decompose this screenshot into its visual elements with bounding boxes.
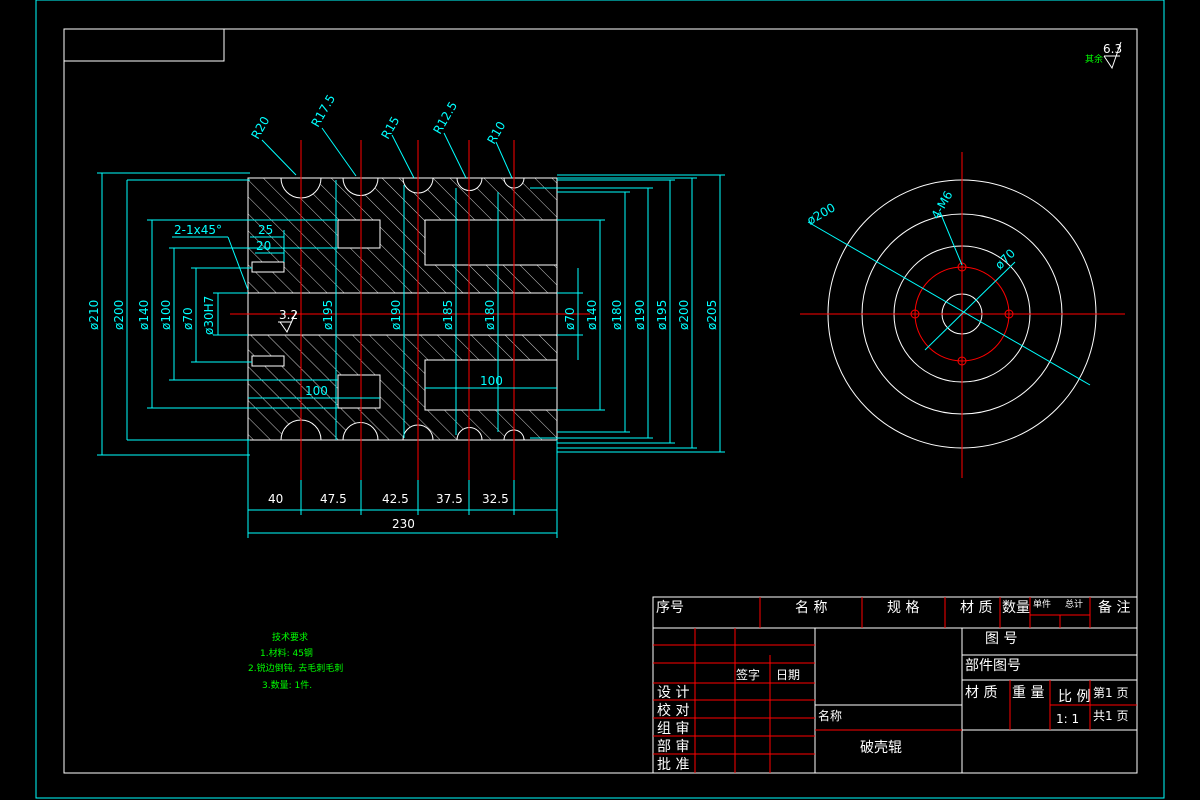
side-view: ø200 4-M6 ø70 — [800, 152, 1125, 478]
tb-name: 名 称 — [795, 600, 827, 616]
dim-d140-left: ø140 — [137, 300, 151, 330]
dim-d70-left: ø70 — [181, 307, 195, 330]
dim-47-5: 47.5 — [320, 492, 347, 506]
tb-pages: 共1 页 — [1093, 709, 1128, 723]
tb-weight: 重 量 — [1012, 685, 1044, 701]
roughness-inner-value: 3.2 — [279, 308, 298, 322]
roughness-symbol: 6.3 其余 — [1085, 41, 1122, 70]
technical-notes: 技术要求 1.材料: 45钢 2.锐边倒钝, 去毛刺毛刺 3.数量: 1件. — [248, 631, 343, 691]
tb-date: 日期 — [776, 668, 800, 682]
tb-total: 总计 — [1065, 598, 1083, 610]
tb-spec: 规 格 — [887, 600, 919, 616]
threaded-hole-bottom — [251, 355, 285, 367]
dim-d140-right: ø140 — [585, 300, 599, 330]
tb-scale-value: 1: 1 — [1056, 712, 1079, 726]
dim-length-100-left: 100 — [305, 384, 328, 398]
tb-drawno: 图 号 — [985, 631, 1017, 647]
side-dim-4-m6: 4-M6 — [928, 189, 955, 222]
dim-40: 40 — [268, 492, 283, 506]
dim-total-230: 230 — [392, 517, 415, 531]
dim-length-100-right: 100 — [480, 374, 503, 388]
tb-scale: 比 例 — [1058, 689, 1090, 705]
inner-frame — [63, 28, 1138, 774]
note-1: 1.材料: 45钢 — [260, 647, 313, 659]
dim-d200-right: ø200 — [677, 300, 691, 330]
radius-leaders — [261, 127, 513, 179]
tb-seq: 序号 — [656, 600, 684, 616]
bottom-dim-lines — [247, 440, 558, 538]
threaded-hole-top — [251, 261, 285, 273]
dim-d210: ø210 — [87, 300, 101, 330]
mid-dim-lines — [335, 180, 499, 440]
title-block: 序号 名 称 规 格 材 质 数量 单件 总计 备 注 图 号 部件图号 材 质… — [652, 596, 1138, 774]
dim-d100: ø100 — [159, 300, 173, 330]
dim-d30h7: ø30H7 — [202, 296, 216, 335]
length-100-lines — [248, 387, 557, 399]
outer-frame — [35, 0, 1165, 799]
tb-name-label: 名称 — [818, 708, 842, 723]
dim-d200-left: ø200 — [112, 300, 126, 330]
groove-centerlines — [300, 140, 515, 480]
dim-42-5: 42.5 — [382, 492, 409, 506]
dim-37-5: 37.5 — [436, 492, 463, 506]
note-3: 3.数量: 1件. — [262, 679, 312, 691]
chamfer-label: 2-1x45° — [174, 223, 222, 237]
dim-d195-right: ø195 — [655, 300, 669, 330]
roughness-label: 其余 — [1085, 53, 1103, 65]
chamfer-leader — [172, 230, 285, 291]
right-dim-lines — [530, 174, 725, 453]
corner-box — [63, 28, 225, 62]
tb-group: 组 审 — [657, 721, 689, 737]
dim-d180-right: ø180 — [610, 300, 624, 330]
side-dim-leaders — [807, 211, 1091, 386]
bolt-holes — [910, 262, 1014, 366]
tb-remark: 备 注 — [1098, 599, 1130, 616]
left-dim-lines — [97, 172, 338, 456]
roughness-inner-symbol — [279, 311, 297, 334]
radius-r20: R20 — [248, 114, 272, 141]
side-dim-d200: ø200 — [805, 200, 838, 227]
dim-d70-right: ø70 — [563, 307, 577, 330]
side-dim-d70: ø70 — [992, 246, 1018, 272]
tb-sign: 签字 — [736, 667, 760, 682]
radius-r15: R15 — [378, 114, 402, 141]
dim-20: 20 — [256, 239, 271, 253]
notes-title: 技术要求 — [272, 631, 308, 643]
tb-check: 校 对 — [657, 702, 689, 719]
dim-32-5: 32.5 — [482, 492, 509, 506]
radius-r12-5: R12.5 — [430, 99, 460, 136]
tb-qty: 数量 — [1002, 600, 1030, 616]
tb-single: 单件 — [1033, 598, 1051, 610]
dim-d190-mid: ø190 — [389, 300, 403, 330]
radius-r17-5: R17.5 — [308, 92, 338, 129]
tb-page: 第1 页 — [1093, 686, 1128, 700]
tb-approve: 批 准 — [657, 757, 689, 773]
tb-part-name: 破壳辊 — [860, 739, 902, 756]
tb-design: 设 计 — [657, 685, 689, 701]
radius-r10: R10 — [484, 119, 508, 146]
dim-d195-mid: ø195 — [321, 300, 335, 330]
dim-d185: ø185 — [441, 300, 455, 330]
tb-material2: 材 质 — [965, 685, 997, 701]
roughness-value: 6.3 — [1103, 42, 1122, 56]
section-view: R20 R17.5 R15 R12.5 R10 ø210 ø200 — [87, 92, 725, 538]
dim-d205: ø205 — [705, 300, 719, 330]
tb-partno: 部件图号 — [965, 658, 1021, 674]
tb-material: 材 质 — [960, 600, 992, 616]
tb-dept: 部 审 — [657, 739, 689, 755]
dim-d190-right: ø190 — [633, 300, 647, 330]
dim-d180-mid: ø180 — [483, 300, 497, 330]
dim-25: 25 — [258, 223, 273, 237]
note-2: 2.锐边倒钝, 去毛刺毛刺 — [248, 662, 343, 674]
